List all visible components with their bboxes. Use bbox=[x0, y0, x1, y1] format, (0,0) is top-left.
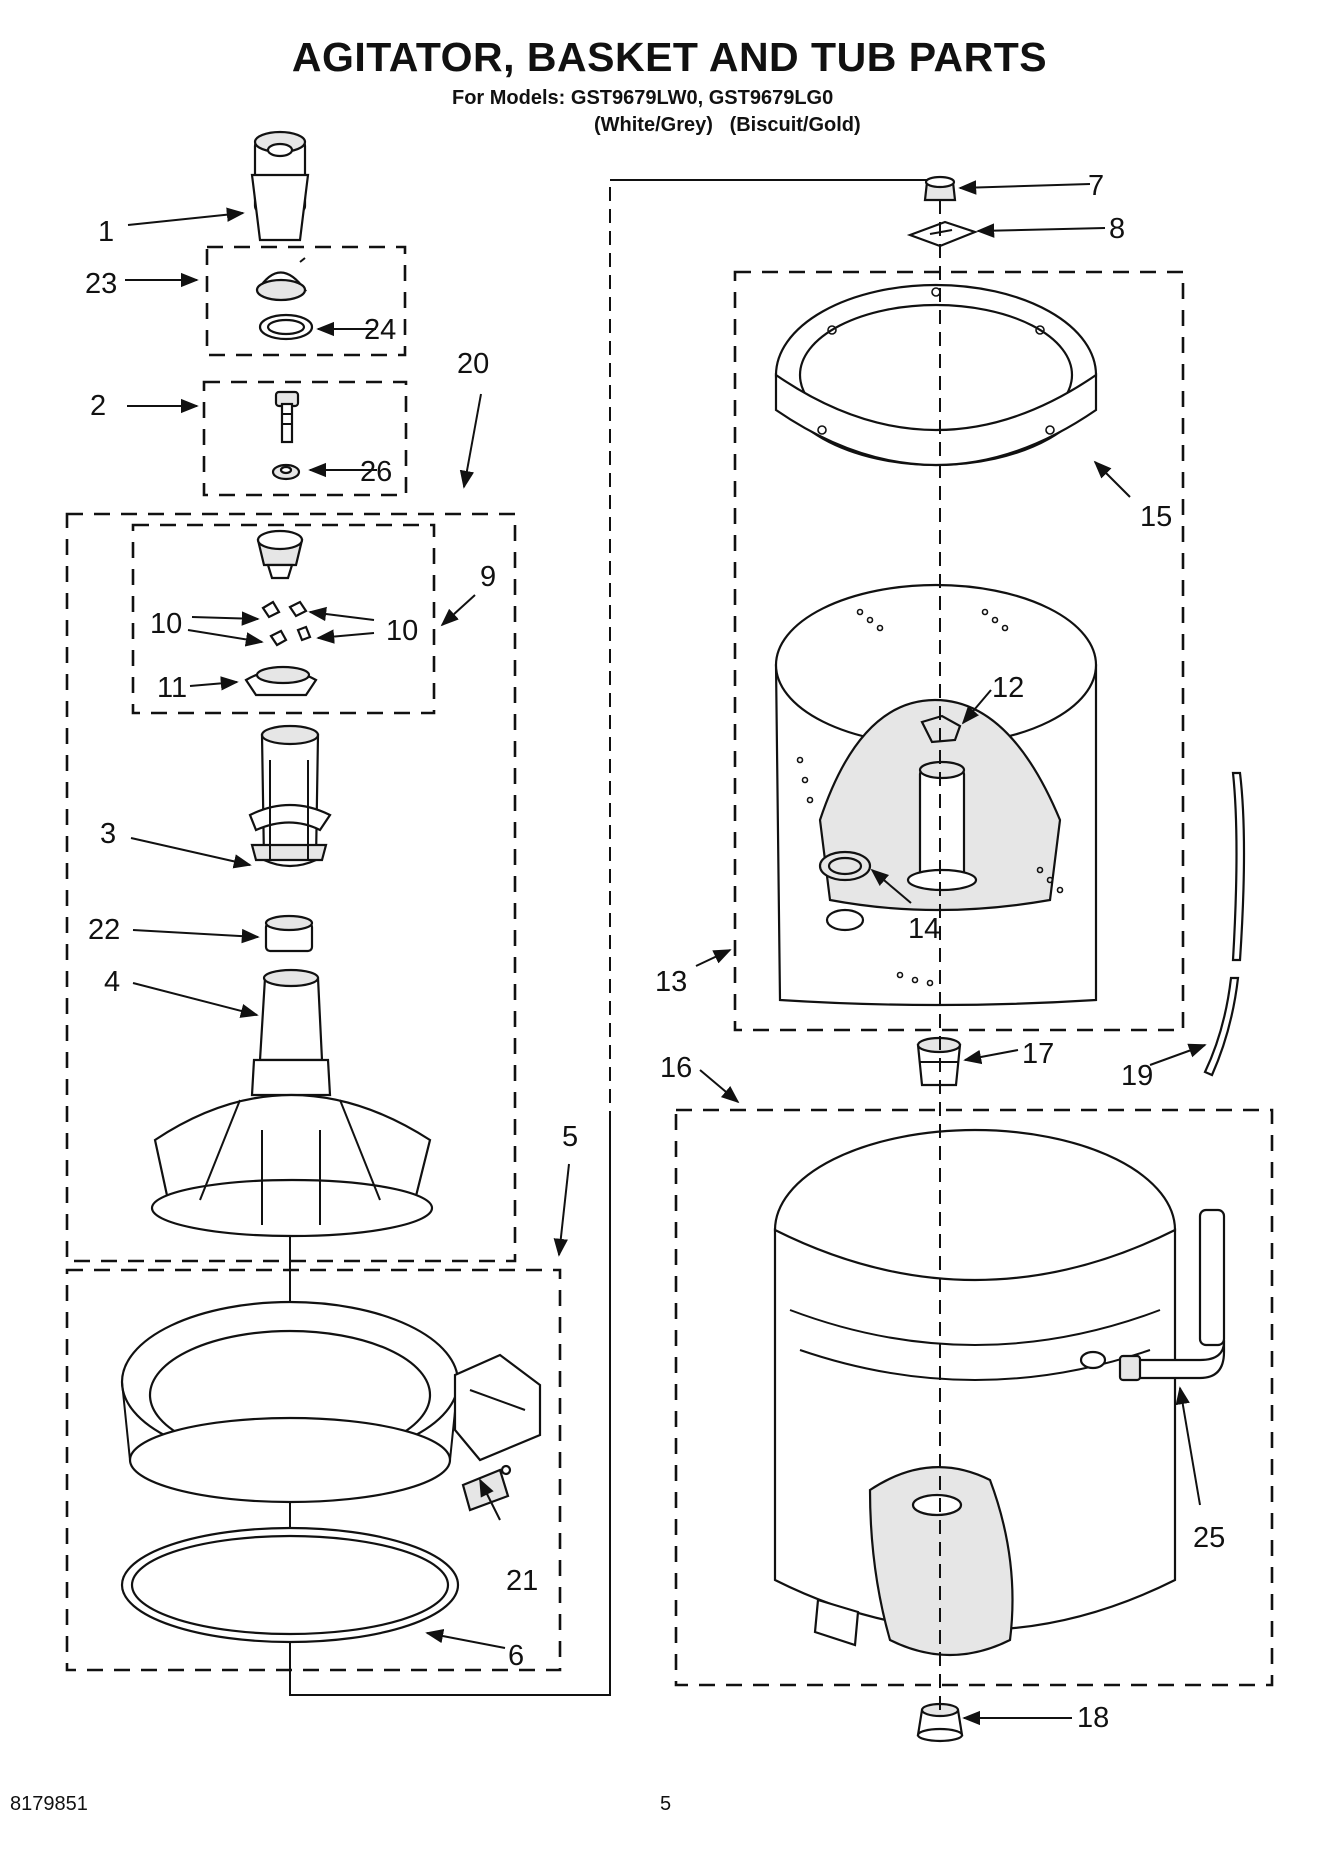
part-25-drain-hose bbox=[1118, 1208, 1226, 1382]
part-9-cam-assembly bbox=[256, 529, 304, 580]
callout-20: 20 bbox=[457, 348, 489, 380]
box-23 bbox=[205, 245, 407, 357]
part-2-bolt bbox=[274, 390, 300, 444]
callout-16: 16 bbox=[660, 1052, 692, 1084]
page-title: AGITATOR, BASKET AND TUB PARTS bbox=[291, 34, 1048, 80]
callout-arrows bbox=[125, 180, 1207, 1726]
colors-line: (White/Grey) (Biscuit/Gold) bbox=[594, 114, 861, 136]
callout-2: 2 bbox=[90, 390, 106, 422]
box-9 bbox=[131, 523, 436, 715]
callout-9: 9 bbox=[480, 561, 496, 593]
box-2 bbox=[202, 380, 408, 497]
part-21-small-part bbox=[461, 1464, 512, 1512]
callout-10b: 10 bbox=[386, 615, 418, 647]
part-19-hose bbox=[1203, 771, 1246, 1077]
part-4-agitator-base bbox=[150, 968, 434, 1238]
callout-1: 1 bbox=[98, 216, 114, 248]
callout-21: 21 bbox=[506, 1565, 538, 1597]
callout-22: 22 bbox=[88, 914, 120, 946]
callout-24: 24 bbox=[364, 314, 396, 346]
callout-6: 6 bbox=[508, 1640, 524, 1672]
box-15 bbox=[733, 270, 1185, 1032]
callout-25: 25 bbox=[1193, 1522, 1225, 1554]
part-5-tub-ring bbox=[120, 1300, 542, 1504]
callout-7: 7 bbox=[1088, 170, 1104, 202]
part-13-basket bbox=[774, 583, 1098, 1007]
callout-11: 11 bbox=[157, 672, 187, 704]
callout-19: 19 bbox=[1121, 1060, 1153, 1092]
part-11-cam bbox=[244, 665, 318, 697]
callout-17: 17 bbox=[1022, 1038, 1054, 1070]
callout-23: 23 bbox=[85, 268, 117, 300]
part-7-nut bbox=[923, 175, 957, 202]
part-1-dispenser bbox=[250, 130, 310, 242]
callout-14: 14 bbox=[908, 913, 940, 945]
callout-5: 5 bbox=[562, 1121, 578, 1153]
box-16 bbox=[674, 1108, 1274, 1687]
part-16-outer-tub bbox=[773, 1128, 1177, 1657]
callout-3: 3 bbox=[100, 818, 116, 850]
part-23-cap bbox=[255, 257, 308, 302]
callout-4: 4 bbox=[104, 966, 120, 998]
callout-8: 8 bbox=[1109, 213, 1125, 245]
document-number: 8179851 bbox=[10, 1793, 88, 1815]
part-18-cap bbox=[916, 1702, 964, 1743]
models-line: For Models: GST9679LW0, GST9679LG0 bbox=[452, 87, 834, 109]
callout-18: 18 bbox=[1077, 1702, 1109, 1734]
part-3-agitator-barrel bbox=[248, 724, 332, 868]
callout-26: 26 bbox=[360, 456, 392, 488]
box-20 bbox=[65, 512, 517, 1263]
callout-13: 13 bbox=[655, 966, 687, 998]
part-8-plate bbox=[906, 220, 979, 248]
callout-10a: 10 bbox=[150, 608, 182, 640]
callout-12: 12 bbox=[992, 672, 1024, 704]
box-5 bbox=[65, 1268, 562, 1672]
part-14-plug bbox=[827, 856, 863, 876]
callout-15: 15 bbox=[1140, 501, 1172, 533]
part-15-balance-ring bbox=[774, 283, 1098, 467]
part-6-snubber-ring bbox=[120, 1526, 460, 1644]
part-22-ring bbox=[264, 914, 314, 953]
part-10-dogs bbox=[261, 600, 312, 647]
page-number: 5 bbox=[660, 1793, 672, 1815]
callout-numbers: 1 2 3 4 5 6 7 8 9 10 10 11 12 13 14 15 1… bbox=[85, 170, 1225, 1734]
